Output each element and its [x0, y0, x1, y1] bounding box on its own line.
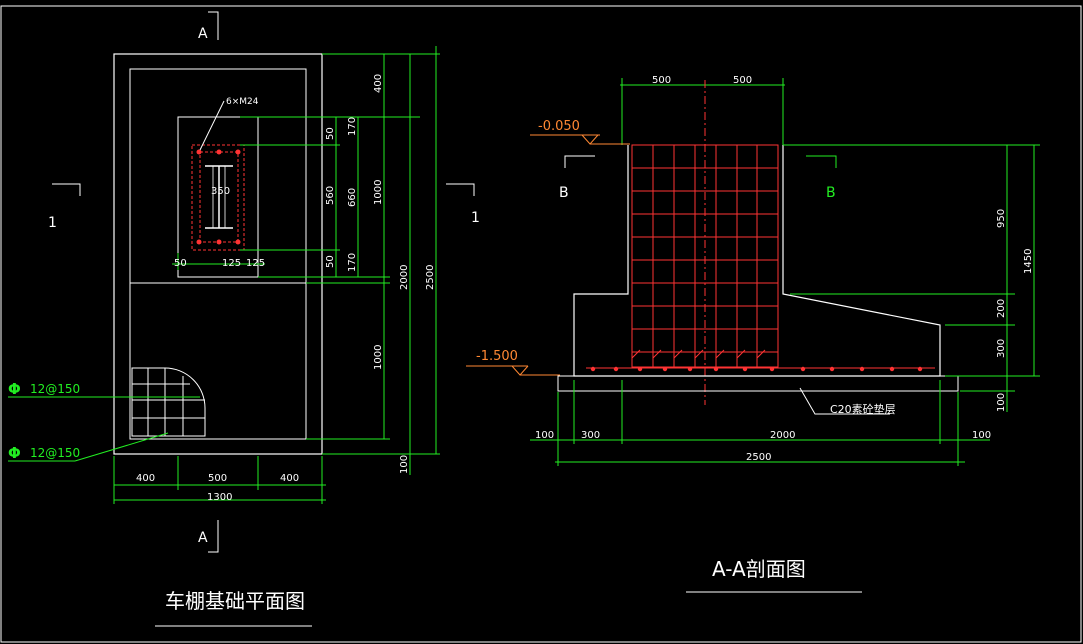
- cushion-label: C20素砼垫层: [830, 402, 896, 416]
- rebar-symbol-icon: Φ: [8, 380, 21, 398]
- section-mark-A-top: A: [198, 11, 219, 42]
- svg-text:300: 300: [581, 430, 600, 441]
- svg-text:1: 1: [471, 210, 480, 226]
- svg-text:2500: 2500: [746, 452, 771, 463]
- cushion-layer: [557, 375, 959, 392]
- svg-text:1000: 1000: [373, 345, 384, 370]
- section-mark-1-left: 1: [48, 183, 81, 231]
- svg-text:1000: 1000: [373, 180, 384, 205]
- svg-text:400: 400: [280, 473, 299, 484]
- anchor-bolts: [196, 149, 241, 245]
- svg-text:A: A: [198, 26, 208, 42]
- svg-text:100: 100: [535, 430, 554, 441]
- rebar-callout-1: Φ 12@150: [8, 380, 200, 398]
- svg-text:100: 100: [972, 430, 991, 441]
- bolt-label: 6×M24: [226, 97, 259, 107]
- svg-text:50: 50: [325, 127, 336, 140]
- steel-column-ibeam: [205, 165, 233, 229]
- pedestal-outline: [177, 116, 259, 278]
- svg-text:1300: 1300: [207, 492, 232, 503]
- svg-text:-1.500: -1.500: [476, 349, 518, 364]
- plan-dims-right: [240, 46, 440, 475]
- svg-text:1: 1: [48, 215, 57, 231]
- svg-text:B: B: [826, 185, 836, 201]
- base-plate: [191, 144, 245, 251]
- svg-text:560: 560: [325, 186, 336, 205]
- svg-text:2500: 2500: [425, 265, 436, 290]
- section-mark-B-right: B: [806, 155, 837, 201]
- steel-width-label: 350: [211, 186, 230, 197]
- section-mark-1-right: 1: [446, 183, 480, 226]
- svg-text:660: 660: [347, 188, 358, 207]
- svg-text:400: 400: [136, 473, 155, 484]
- svg-text:50: 50: [174, 258, 187, 269]
- plan-title: 车棚基础平面图: [165, 589, 305, 613]
- svg-text:12@150: 12@150: [30, 382, 80, 396]
- svg-text:2000: 2000: [770, 430, 795, 441]
- svg-text:2000: 2000: [399, 265, 410, 290]
- svg-text:100: 100: [996, 393, 1007, 412]
- svg-text:500: 500: [652, 75, 671, 86]
- level-top: -0.050: [530, 119, 630, 145]
- section-view: 500 500 -0.050 -1.500: [466, 75, 1040, 593]
- plan-rebar-detail: [131, 367, 206, 437]
- svg-text:200: 200: [996, 299, 1007, 318]
- rebar-callout-2: Φ 12@150: [8, 432, 169, 462]
- cushion-leader: [799, 387, 890, 415]
- drawing-frame: [0, 5, 1082, 643]
- section-dims-bottom: [530, 380, 990, 466]
- plan-outer-outline: [113, 53, 323, 455]
- svg-text:100: 100: [399, 455, 410, 474]
- svg-text:500: 500: [733, 75, 752, 86]
- svg-text:950: 950: [996, 209, 1007, 228]
- rebar-cage: [586, 144, 935, 369]
- bottom-rebar-dots: [590, 366, 923, 372]
- svg-text:-0.050: -0.050: [538, 119, 580, 134]
- bolt-leader: [199, 100, 225, 151]
- svg-text:1450: 1450: [1023, 249, 1034, 274]
- level-bottom: -1.500: [466, 349, 560, 376]
- svg-text:A: A: [198, 530, 208, 546]
- svg-text:125: 125: [222, 258, 241, 269]
- svg-text:12@150: 12@150: [30, 446, 80, 460]
- svg-text:500: 500: [208, 473, 227, 484]
- svg-text:170: 170: [347, 117, 358, 136]
- svg-text:125: 125: [246, 258, 265, 269]
- svg-text:B: B: [559, 185, 569, 201]
- section-mark-A-bottom: A: [198, 520, 219, 553]
- plan-dims-bottom: [113, 253, 326, 504]
- svg-text:300: 300: [996, 339, 1007, 358]
- section-dims-top: [620, 78, 785, 145]
- plan-inner-outline: [129, 68, 307, 440]
- svg-text:170: 170: [347, 253, 358, 272]
- svg-text:400: 400: [373, 74, 384, 93]
- plan-view: 6×M24 350 Φ 12@150 Φ 12@150 A A: [8, 11, 480, 627]
- rebar-symbol-icon: Φ: [8, 444, 21, 462]
- svg-text:50: 50: [325, 255, 336, 268]
- section-title: A-A剖面图: [712, 557, 806, 581]
- section-dims-right: [783, 144, 1040, 412]
- section-mark-B-left: B: [559, 155, 595, 201]
